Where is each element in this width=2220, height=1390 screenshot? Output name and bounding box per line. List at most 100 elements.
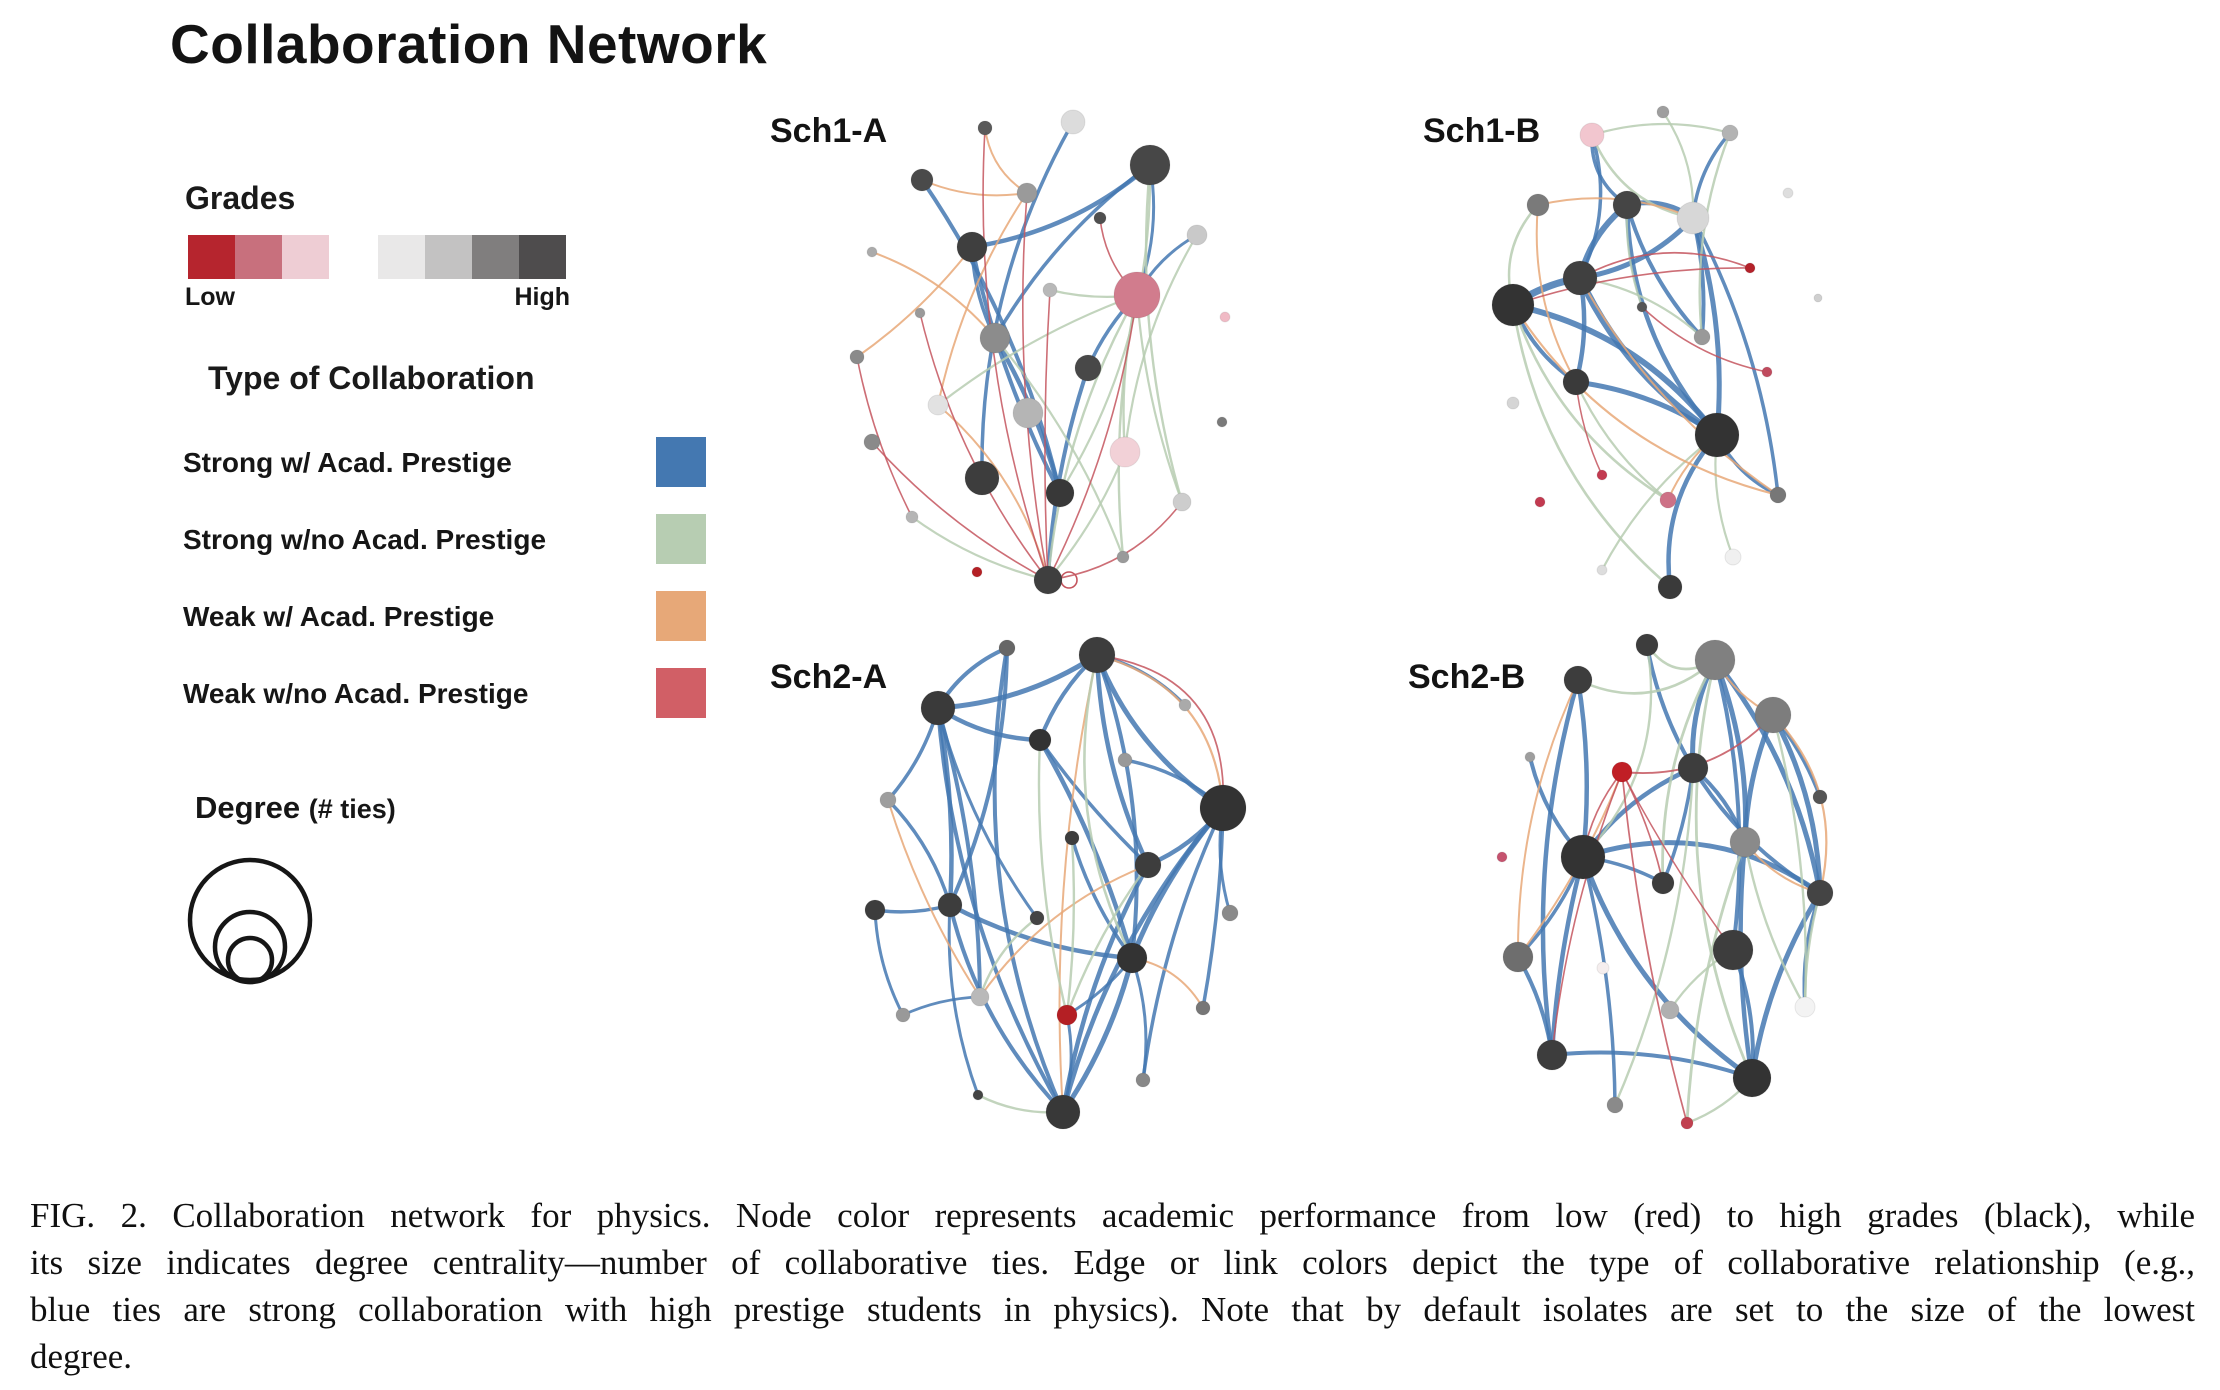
network-node [1219,311,1231,323]
network-edge-r [1641,306,1768,373]
network-node [1612,190,1642,220]
network-node [1135,1072,1151,1088]
network-node [1496,851,1508,863]
network-node [1596,564,1608,576]
network-node [1029,910,1045,926]
grade-swatch [472,235,519,279]
collab-item-strong-prestige: Strong w/ Acad. Prestige [183,437,713,489]
network-edge-g [1511,303,1672,589]
network-node [1186,224,1208,246]
collab-item-label: Strong w/ Acad. Prestige [183,447,512,478]
network-edge-b [947,903,980,1097]
network-node [1116,550,1130,564]
collab-heading: Type of Collaboration [208,360,535,396]
network-edge-r [1047,294,1138,581]
collab-item-label: Weak w/no Acad. Prestige [183,678,529,709]
network-node [1676,201,1710,235]
network-node [970,987,990,1007]
network-node [879,791,897,809]
network-edge-b [936,706,1039,920]
network-edge-b [948,903,1065,1114]
network-edge-g [1511,303,1670,502]
network-edge-g [1083,653,1134,960]
network-node [1596,961,1610,975]
network-edge-b [935,652,1100,711]
network-edge-b [993,163,1152,340]
network-node [1042,282,1058,298]
network-edge-b [1070,836,1134,960]
network-node [1172,492,1192,512]
network-node [864,899,886,921]
network-node [1606,1096,1624,1114]
network-node [1761,366,1773,378]
network-node [1782,187,1794,199]
network-edge-b [1540,677,1581,1058]
network-edge-g [936,293,1139,407]
network-node [1016,182,1038,204]
network-edge-r [1621,771,1688,1124]
caption-line: its size indicates degree centrality—num… [30,1243,2195,1282]
network-edge-g [1581,643,1653,859]
network-node [1178,698,1192,712]
network-edge-b [1645,643,1695,770]
network-node [937,892,963,918]
network-edge-b [1580,854,1755,1081]
degree-heading: Degree (# ties) [195,790,396,826]
network-node [1611,761,1633,783]
grade-swatch [425,235,472,279]
caption-line: blue ties are strong collaboration with … [30,1290,2195,1329]
network-edge-g [1698,131,1732,339]
network-node [1794,996,1816,1018]
network-node [1056,1004,1078,1026]
network-edge-o [887,799,981,998]
network-node [1060,109,1086,135]
network-node [1635,633,1659,657]
grade-swatch [282,235,329,279]
network-node [1491,283,1535,327]
grades-scale-labels: Low High [185,283,570,312]
network-node [1129,144,1171,186]
network-edge-g [1135,293,1184,504]
network-node [866,246,878,258]
network-panel-sch2a [864,636,1247,1130]
network-edge-b [1578,133,1603,280]
network-edge-o [1058,654,1098,1113]
panel-label-sch1b: Sch1-B [1423,112,1541,150]
network-node [1660,1000,1680,1020]
network-node [1812,789,1828,805]
network-edge-g [1590,133,1695,220]
collab-color-swatch [656,514,706,564]
network-node [1116,942,1148,974]
network-edge-b [901,995,982,1017]
degree-circles-icon [187,857,313,985]
network-node [1093,211,1107,225]
network-edge-b [1742,712,1776,845]
network-node [1636,301,1648,313]
network-edge-g [1065,836,1076,1017]
network-node [1064,830,1080,846]
collab-color-swatch [656,591,706,641]
network-node [1012,397,1044,429]
network-edge-b [1141,806,1225,1082]
figure-title: Collaboration Network [170,13,768,75]
network-node [1579,122,1605,148]
network-node [1732,1058,1772,1098]
network-node [956,231,988,263]
network-node [979,322,1011,354]
degree-heading-suffix: (# ties) [308,794,396,824]
collab-color-swatch [656,668,706,718]
degree-heading-text: Degree [195,790,301,825]
network-node [1657,574,1683,600]
network-edge-g [1694,658,1754,1080]
grades-heading: Grades [185,180,296,216]
network-edge-b [1713,658,1742,952]
network-node [1506,396,1520,410]
network-node [1806,879,1834,907]
network-edge-g [1123,233,1199,454]
network-edge-b [947,902,1135,961]
network-node [1199,784,1247,832]
grades-low-label: Low [185,283,235,311]
grade-swatch [378,235,425,279]
network-edge-g [1661,658,1717,885]
network-node [1045,478,1075,508]
